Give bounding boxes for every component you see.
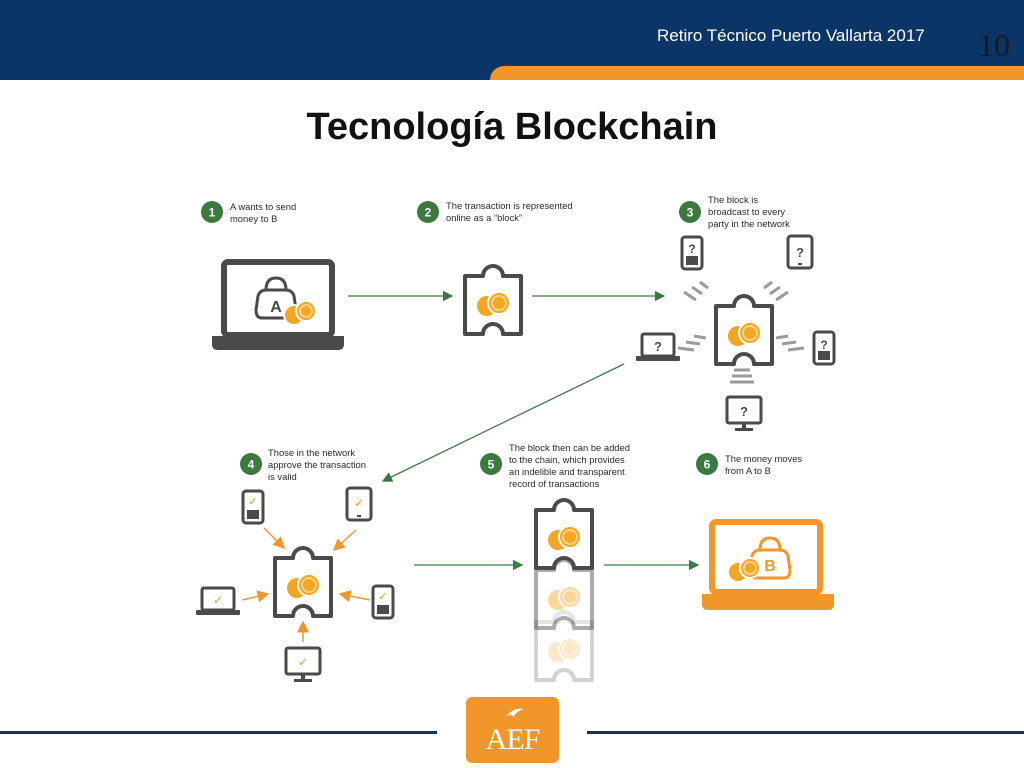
approved-monitor-icon: ✓: [284, 646, 322, 684]
header-accent-stripe: [490, 66, 1024, 80]
wallet-b-label: B: [764, 558, 776, 575]
check-mark: ✓: [298, 655, 308, 669]
network-monitor-unknown-icon: ?: [725, 395, 763, 433]
step-4-text-line-2: approve the transaction: [268, 459, 366, 470]
step-4-text-line-1: Those in the network: [268, 447, 355, 458]
step-6-number: 6: [704, 458, 711, 472]
step-1-badge: [201, 201, 223, 223]
unknown-mark: ?: [688, 242, 695, 256]
unknown-mark: ?: [796, 245, 804, 260]
step-5-text-line-4: record of transactions: [509, 478, 599, 489]
step-1-text-line-2: money to B: [230, 213, 277, 224]
check-mark: ✓: [354, 496, 364, 510]
step-6-text-line-2: from A to B: [725, 465, 771, 476]
step-2-badge: [417, 201, 439, 223]
step-3-badge: [679, 201, 701, 223]
approved-laptop-icon: ✓: [194, 586, 242, 617]
step-3-text-line-2: broadcast to every: [708, 206, 785, 217]
step-4-badge: [240, 453, 262, 475]
logo-text: AEF: [485, 723, 541, 756]
step-3-number: 3: [687, 206, 694, 220]
step-5-number: 5: [488, 458, 495, 472]
sender-laptop-icon: A: [212, 259, 344, 350]
unknown-mark: ?: [740, 404, 748, 419]
receiver-laptop-icon: B: [702, 519, 834, 610]
step-6-badge: [696, 453, 718, 475]
unknown-mark: ?: [820, 338, 827, 352]
network-phone-unknown-icon: ?: [680, 235, 704, 271]
step-2-text-line-2: online as a “block”: [446, 212, 522, 223]
broadcast-block-icon: [714, 293, 774, 366]
aef-logo: AEF: [466, 697, 559, 763]
page-title: Tecnología Blockchain: [306, 106, 718, 148]
approved-phone-icon: ✓: [241, 489, 265, 525]
step-2-label: 2 The transaction is represented online …: [417, 200, 573, 223]
unknown-mark: ?: [654, 339, 662, 354]
approved-block-icon: [273, 545, 333, 618]
step-6-text-line-1: The money moves: [725, 453, 802, 464]
step-3-text-line-1: The block is: [708, 194, 758, 205]
network-tablet-unknown-icon: ?: [786, 234, 814, 270]
blockchain-stack-icon: [534, 497, 594, 682]
step-2-number: 2: [425, 206, 432, 220]
step-1-label: 1 A wants to send money to B: [201, 201, 296, 224]
step-4-text-line-3: is valid: [268, 471, 297, 482]
check-mark: ✓: [248, 495, 257, 508]
step-5-badge: [480, 453, 502, 475]
step-1-text-line-1: A wants to send: [230, 201, 296, 212]
step-4-number: 4: [248, 458, 255, 472]
check-mark: ✓: [378, 590, 387, 603]
arrow-3-to-4: [381, 363, 625, 482]
bird-icon: [506, 708, 524, 717]
wallet-a-label: A: [270, 299, 282, 316]
wallet-a-icon: A: [254, 276, 317, 326]
slide-number: 10: [978, 27, 1010, 63]
step-1-number: 1: [209, 206, 216, 220]
step-5-label: 5 The block then can be added to the cha…: [480, 442, 630, 489]
check-mark: ✓: [213, 593, 223, 607]
step-3-label: 3 The block is broadcast to every party …: [679, 194, 790, 229]
step-3-text-line-3: party in the network: [708, 218, 790, 229]
wallet-b-icon: B: [727, 536, 792, 583]
footer-line-right: [587, 731, 1024, 734]
step-5-text-line-1: The block then can be added: [509, 442, 630, 453]
network-laptop-unknown-icon: ?: [634, 332, 682, 363]
step-5-text-line-3: an indelible and transparent: [509, 466, 625, 477]
step-4-label: 4 Those in the network approve the trans…: [240, 447, 366, 482]
header-title: Retiro Técnico Puerto Vallarta 2017: [657, 26, 925, 45]
step-2-text-line-1: The transaction is represented: [446, 200, 573, 211]
approval-arrows: [241, 527, 371, 642]
step-5-text-line-2: to the chain, which provides: [509, 454, 625, 465]
approved-phone-icon-right: ✓: [371, 584, 395, 620]
step-6-label: 6 The money moves from A to B: [696, 453, 802, 476]
footer-line-left: [0, 731, 437, 734]
broadcast-signal-waves: [677, 280, 805, 384]
network-phone-unknown-icon-right: ?: [812, 330, 836, 366]
approved-tablet-icon: ✓: [345, 486, 373, 522]
transaction-block-icon: [463, 263, 523, 336]
